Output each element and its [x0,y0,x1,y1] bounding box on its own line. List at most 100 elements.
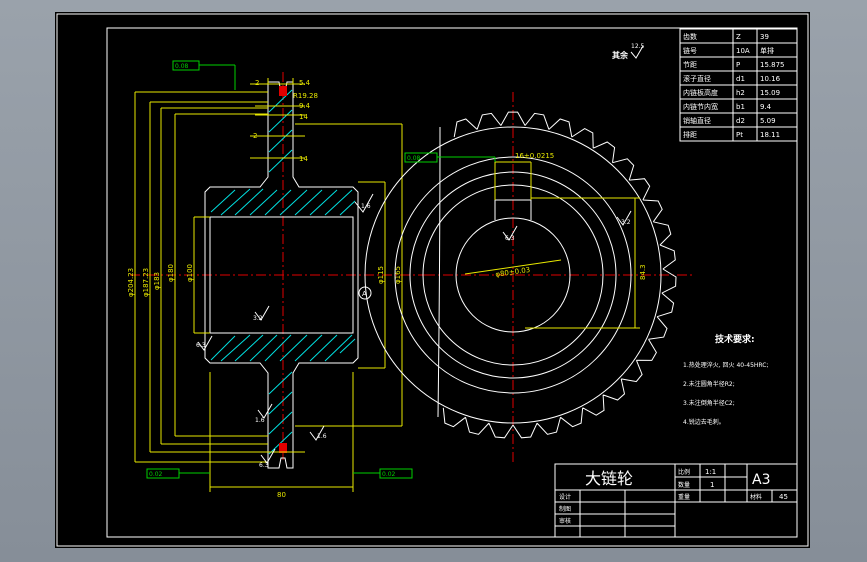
diameter-dims [134,78,403,492]
ra-e: 6.3 [259,462,269,469]
dim-w9-4: 9.4 [299,102,311,110]
ra-b: 3.2 [253,315,263,322]
sheet-border-outer [56,13,809,547]
param-cell: d2 [736,117,745,125]
ra-h: 3.2 [621,219,631,226]
roughness-marks-left [197,193,374,464]
dim-d7: φ165 [394,266,402,284]
tolerance-frame-top: 0.08 [172,60,236,90]
title-block [554,463,798,538]
tooth-mark-top [279,86,287,96]
svg-text:0.08: 0.08 [175,63,189,70]
weight-label: 重量 [678,493,690,501]
qty-label: 数量 [678,481,690,489]
reviewer-label: 审核 [559,517,571,525]
hatch-lower [210,334,356,455]
tech-req-item-4: 4.锐边去毛刺。 [683,418,725,426]
dim-top-5-4: 5.4 [299,79,311,87]
param-cell: 39 [760,33,769,41]
drafter-label: 制图 [559,505,571,513]
tech-req-item-3: 3.未注倒角半径C2; [683,399,735,407]
part-name: 大链轮 [585,469,633,488]
bore-outline [209,216,354,334]
drawing-viewport[interactable]: φ204.23 φ187.23 φ183 φ180 φ100 φ115 φ165… [55,12,810,548]
param-cell: 链号 [683,46,697,55]
dim-r19: R19.28 [293,92,318,100]
dim-w14b: 14 [299,155,308,163]
param-cell: 节距 [683,61,697,69]
tolerance-frame-front: 0.08 [404,152,496,163]
dim-d2: φ187.23 [142,268,150,297]
param-cell: 10.16 [760,75,781,83]
material-label: 材料 [750,493,762,501]
tech-req-item-1: 1.热处理淬火, 回火 40-45HRC; [683,361,768,369]
break-line [437,126,441,418]
dim-w2b: 2 [253,132,257,140]
param-cell: 销轴直径 [683,116,711,125]
ra-f: 1.6 [317,433,327,440]
tech-requirements: 技术要求: 1.热处理淬火, 回火 40-45HRC; 2.未注圆角半径R2; … [683,333,768,426]
root-circle [364,126,662,424]
hub-circle-mid [409,171,617,379]
param-cell: 9.4 [760,103,772,111]
front-view: 16±0.0215 φ80±0.03 84.3 0.08 6.3 3.2 [364,92,695,462]
svg-text:0.02: 0.02 [382,471,396,478]
hub-circle-outer [394,156,632,394]
svg-text:0.08: 0.08 [407,155,421,162]
dim-d5: φ100 [186,264,194,282]
tech-req-item-2: 2.未注圆角半径R2; [683,380,735,388]
dim-key-depth: 84.3 [639,264,647,280]
param-cell: 内链板高度 [683,88,718,97]
param-cell: d1 [736,75,745,83]
param-cell: 15.09 [760,89,780,97]
dim-width: 80 [277,491,286,499]
param-cell: b1 [736,103,745,111]
front-dims [464,161,640,329]
scale-label: 比例 [678,468,690,476]
qty-value: 1 [710,481,714,489]
sheet-size: A3 [752,472,770,488]
tolerance-frame-bottom-right: 0.02 [353,468,413,479]
ra-g: 6.3 [505,235,515,242]
param-cell: 单排 [760,46,774,55]
dim-d1: φ204.23 [127,268,135,297]
param-cell: Z [736,33,741,41]
bore-circle [455,217,571,333]
roughness-note: 其余 12.5 [612,43,645,60]
param-cell: 排距 [683,130,697,139]
hatch-upper [210,89,356,216]
tooth-mark-bottom [279,443,287,453]
dim-d4: φ180 [167,264,175,282]
ra-c: 6.3 [196,342,206,349]
param-cell: 滚子直径 [683,74,711,83]
material-value: 45 [779,493,788,501]
param-cell: 10A [736,47,750,55]
dim-w14: 14 [299,113,308,121]
dim-d3: φ183 [153,272,161,290]
roughness-marks-front [502,210,632,241]
designer-label: 设计 [559,493,571,501]
svg-text:12.5: 12.5 [631,43,645,50]
drawing-canvas: φ204.23 φ187.23 φ183 φ180 φ100 φ115 φ165… [56,13,809,547]
param-cell: 15.875 [760,61,785,69]
tolerance-frame-bottom-left: 0.02 [146,468,210,479]
dim-top-2: 2 [255,79,259,87]
param-cell: 内链节内宽 [683,102,718,111]
sheet-border-inner [106,27,798,538]
param-cell: Pt [736,131,743,139]
ra-a: 1.6 [361,203,371,210]
param-cell: 18.11 [760,131,780,139]
section-view: φ204.23 φ187.23 φ183 φ180 φ100 φ115 φ165… [127,60,425,499]
svg-text:其余: 其余 [612,50,629,60]
datum-a-label: A [362,290,367,298]
sprocket-teeth [442,111,677,439]
dim-d6: φ115 [377,266,385,284]
svg-text:0.02: 0.02 [149,471,163,478]
dim-key-width: 16±0.0215 [515,152,554,160]
ra-d: 1.6 [255,417,265,424]
param-cell: 齿数 [683,32,697,41]
scale-value: 1:1 [705,468,716,476]
param-cell: h2 [736,89,745,97]
